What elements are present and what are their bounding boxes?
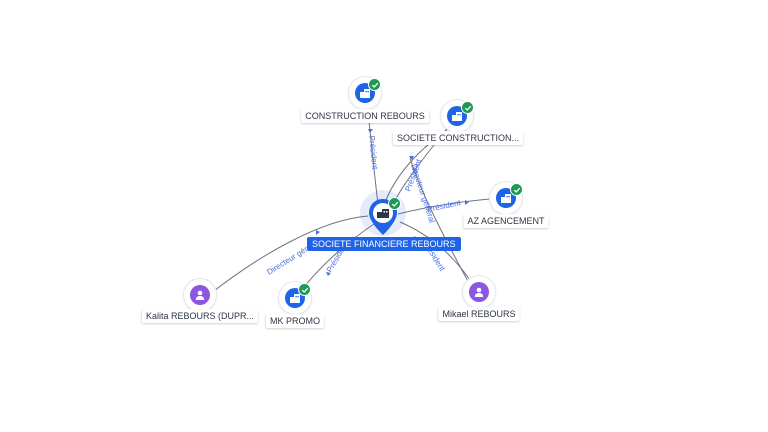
person-icon — [195, 290, 205, 300]
verified-check-icon — [368, 78, 381, 91]
arrow-construction — [368, 129, 373, 133]
node-label: CONSTRUCTION REBOURS — [301, 109, 429, 123]
arrow-mkpromo — [326, 272, 331, 276]
edge-label-construction: Président — [367, 135, 380, 170]
company-building-icon — [290, 294, 300, 303]
verified-check-icon — [461, 101, 474, 114]
center-node-label[interactable]: SOCIETE FINANCIERE REBOURS — [307, 237, 461, 251]
arrow-societe-construction — [409, 156, 414, 160]
person-icon — [474, 287, 484, 297]
node-label: SOCIETE CONSTRUCTION... — [392, 131, 524, 145]
company-building-icon — [501, 194, 511, 203]
edge-label-dg-societe-construction: Directeur général — [409, 163, 437, 224]
company-building-icon — [360, 89, 370, 98]
verified-check-icon — [510, 183, 523, 196]
node-label: AZ AGENCEMENT — [463, 214, 549, 228]
arrow-az — [465, 200, 469, 205]
verified-check-icon — [388, 197, 401, 210]
company-building-icon — [452, 112, 462, 121]
node-label: MK PROMO — [265, 314, 325, 328]
edge-dg-kalita — [209, 215, 369, 295]
edge-extra-societe-mikael — [409, 157, 471, 286]
arrow-kalita — [316, 230, 320, 235]
node-label: Kalita REBOURS (DUPR... — [141, 309, 259, 323]
node-label: Mikael REBOURS — [438, 307, 520, 321]
verified-check-icon — [298, 283, 311, 296]
edge-label-az: Président — [427, 198, 463, 214]
